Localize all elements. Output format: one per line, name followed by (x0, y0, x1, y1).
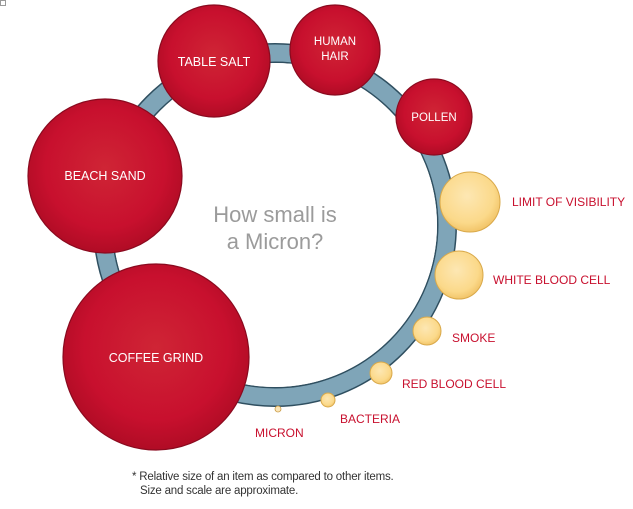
bacteria-circle (320, 392, 336, 408)
table-salt-circle: TABLE SALT (157, 4, 271, 118)
smoke-circle (412, 316, 442, 346)
beach-sand-circle: BEACH SAND (27, 98, 183, 254)
coffee-grind-label: COFFEE GRIND (109, 351, 203, 365)
white-blood-cell-circle (434, 250, 484, 300)
pollen-label: POLLEN (411, 112, 456, 124)
limit-of-visibility-label: LIMIT OF VISIBILITY (512, 195, 625, 209)
diagram-title-line2: a Micron? (227, 229, 324, 254)
red-blood-cell-label: RED BLOOD CELL (402, 377, 506, 391)
bacteria-label: BACTERIA (340, 412, 400, 426)
footnote-line1: * Relative size of an item as compared t… (132, 471, 394, 483)
corner-marker (0, 0, 6, 6)
micron-label: MICRON (255, 426, 304, 440)
micron-diagram: How small is a Micron? TABLE SALT HUMAN … (27, 4, 625, 451)
white-blood-cell-label: WHITE BLOOD CELL (493, 273, 611, 287)
footnote: * Relative size of an item as compared t… (132, 470, 394, 498)
human-hair-label-line1: HUMAN (314, 36, 356, 48)
human-hair-label-line2: HAIR (321, 51, 348, 63)
red-blood-cell-circle (369, 361, 393, 385)
pollen-circle: POLLEN (395, 78, 473, 156)
beach-sand-label: BEACH SAND (64, 169, 145, 183)
limit-of-visibility-circle (439, 171, 501, 233)
coffee-grind-circle: COFFEE GRIND (62, 263, 250, 451)
smoke-label: SMOKE (452, 331, 495, 345)
diagram-title-line1: How small is (213, 202, 336, 227)
footnote-line2: Size and scale are approximate. (140, 485, 299, 497)
table-salt-label: TABLE SALT (178, 55, 251, 69)
micron-circle (274, 405, 282, 413)
human-hair-circle: HUMAN HAIR (289, 4, 381, 96)
